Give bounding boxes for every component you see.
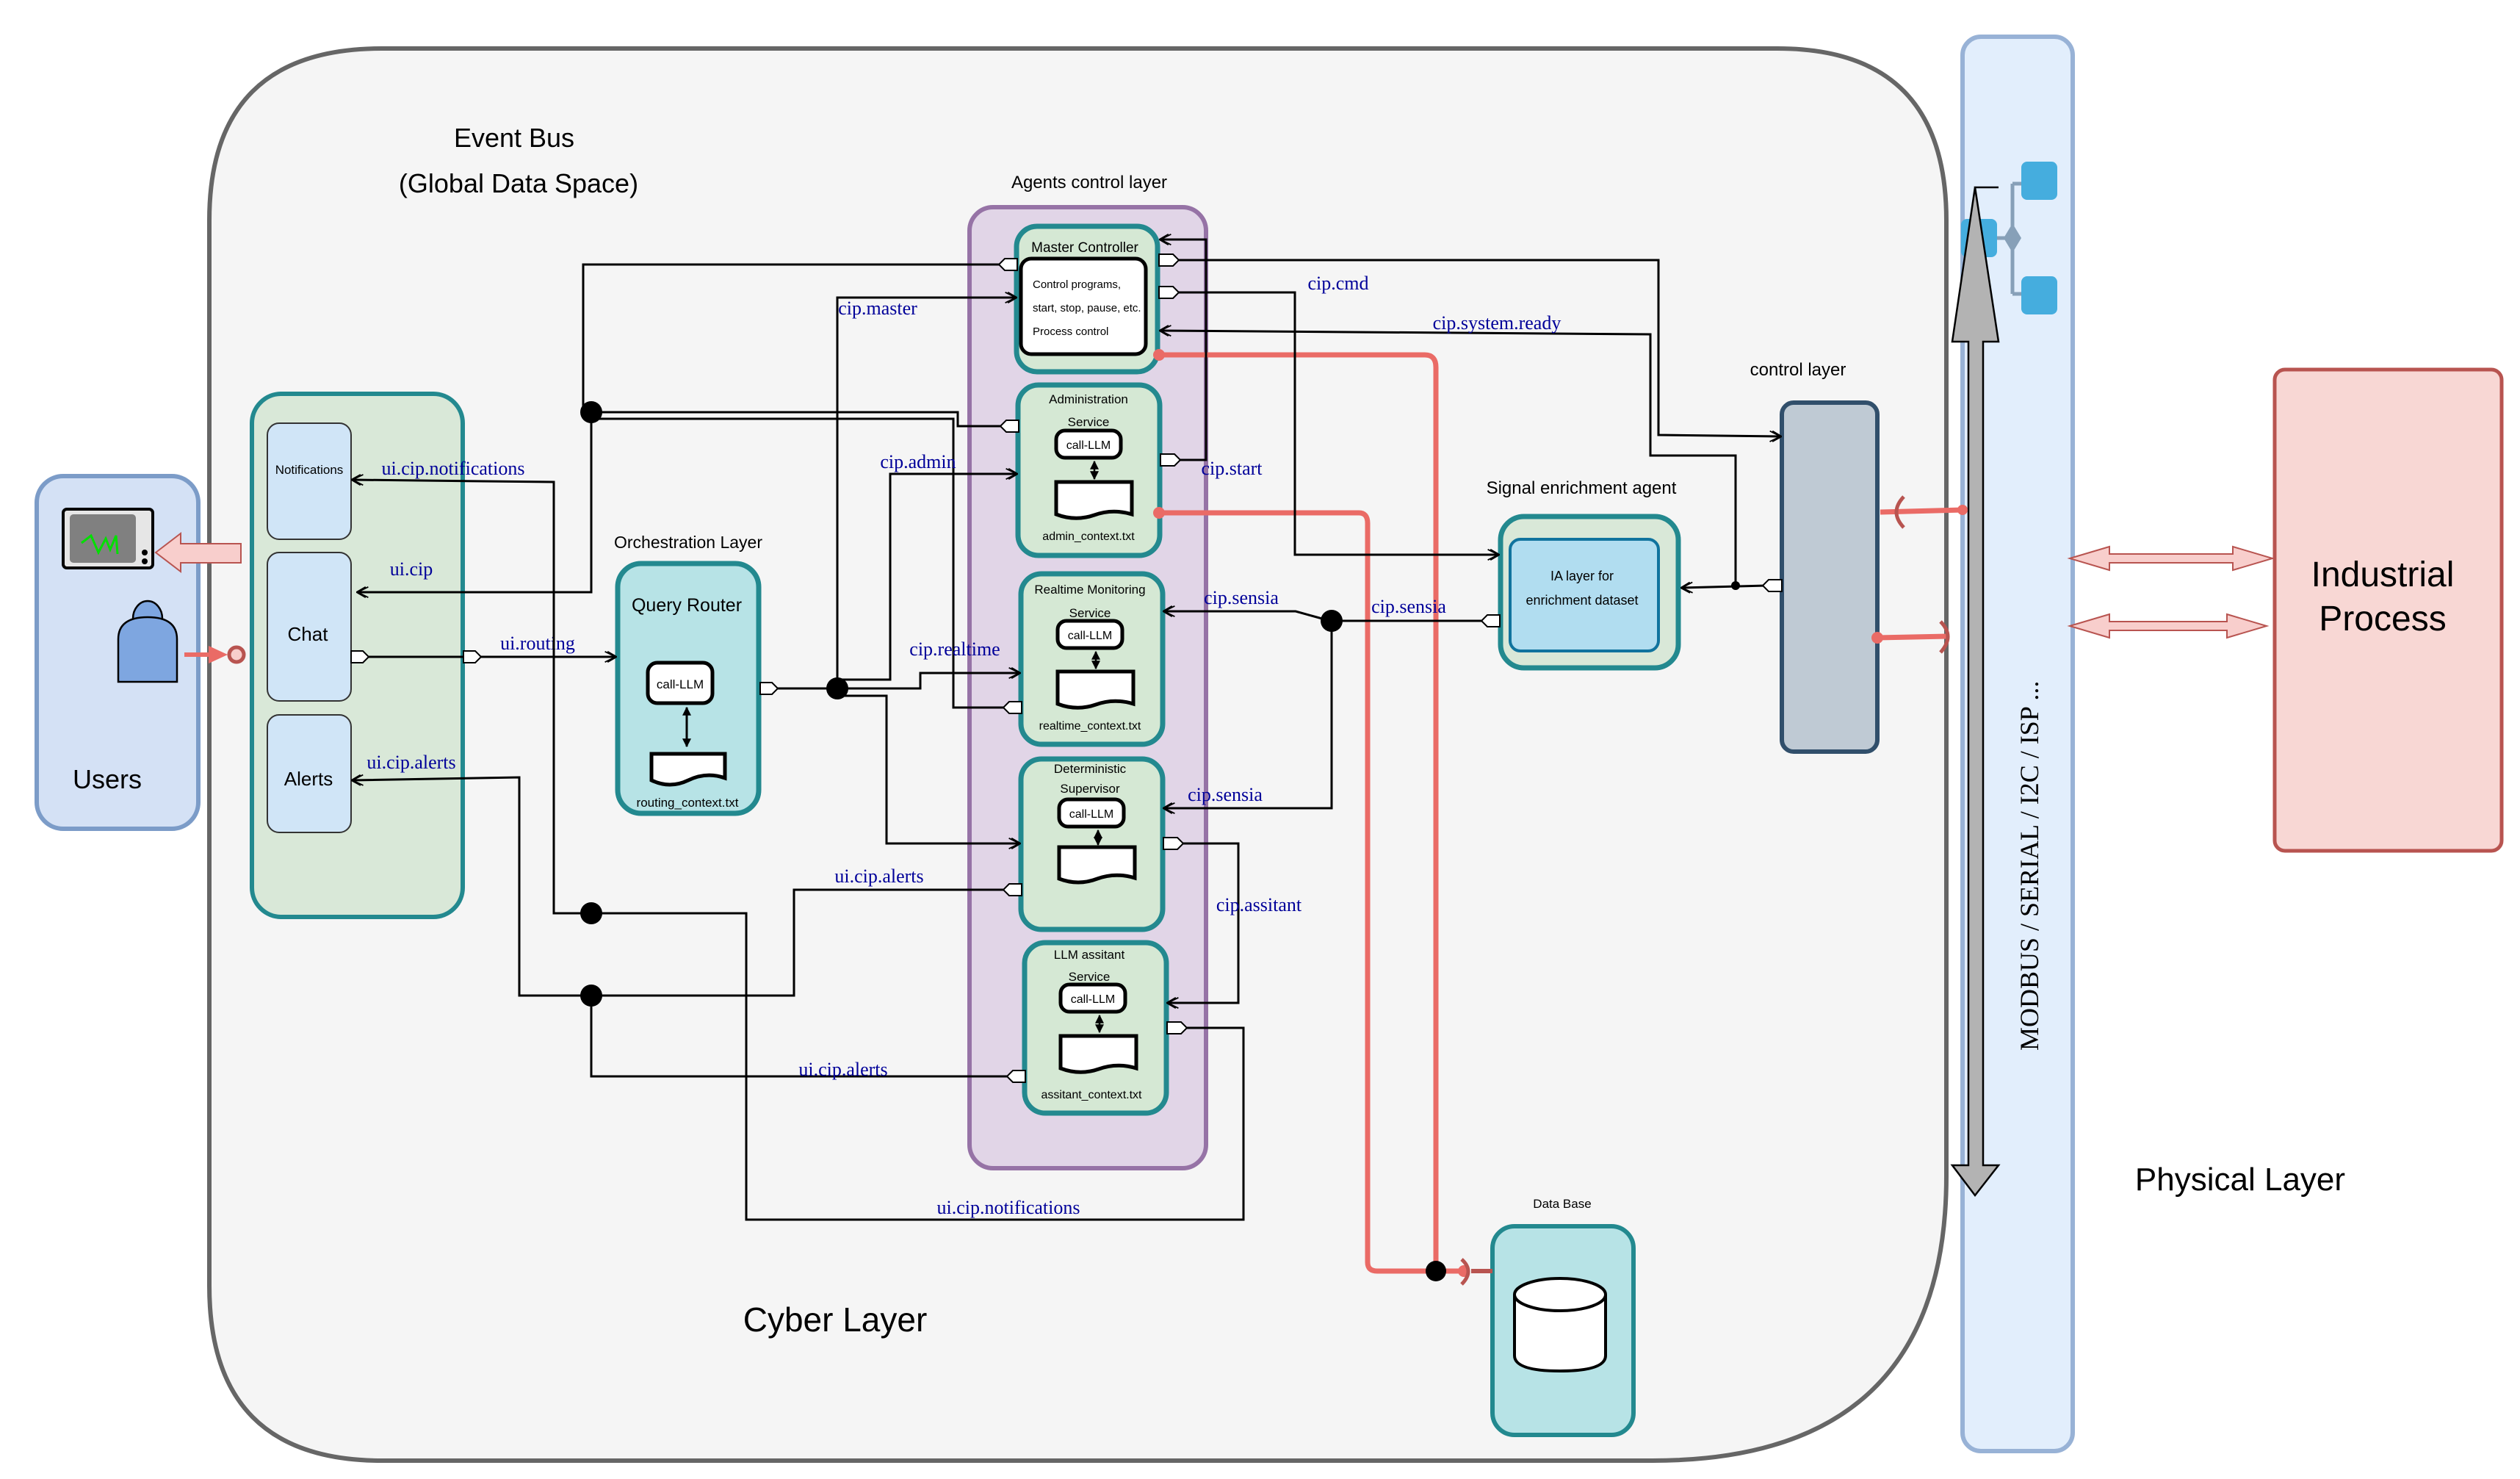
master-line-1: Control programs,	[1033, 278, 1121, 291]
admin-context-label: admin_context.txt	[1042, 530, 1135, 543]
assistant-context-doc	[1058, 1034, 1138, 1074]
signal-enrichment-label: Signal enrichment agent	[1487, 478, 1677, 498]
deterministic-context-doc	[1057, 845, 1137, 885]
ia-layer-line-2: enrichment dataset	[1526, 593, 1638, 608]
topic-cip-admin: cip.admin	[880, 451, 956, 472]
agent-realtime-subtitle: Service	[1069, 606, 1111, 620]
topic-cip-start: cip.start	[1201, 458, 1263, 479]
cyber-layer-label: Cyber Layer	[743, 1300, 928, 1339]
physical-layer-label: Physical Layer	[2135, 1162, 2345, 1198]
realtime-context-doc	[1055, 669, 1136, 710]
agent-realtime-monitoring: Realtime Monitoring Service call-LLM rea…	[1018, 571, 1166, 747]
topic-ui-cip-notifications-1: ui.cip.notifications	[382, 458, 525, 479]
topic-ui-cip-notifications-2: ui.cip.notifications	[937, 1197, 1080, 1218]
topic-ui-cip-alerts-1: ui.cip.alerts	[367, 752, 455, 773]
ia-enrichment-layer	[1509, 538, 1660, 652]
realtime-context-label: realtime_context.txt	[1039, 720, 1141, 733]
topic-cip-sensia-2: cip.sensia	[1371, 596, 1446, 617]
connector-ports	[350, 253, 1783, 1083]
agent-deterministic-call: call-LLM	[1069, 808, 1113, 821]
chat-input-port	[227, 645, 246, 664]
agent-realtime-call: call-LLM	[1068, 630, 1112, 642]
master-controller-body	[1019, 256, 1148, 356]
master-line-3: Process control	[1033, 325, 1108, 338]
agent-assistant-subtitle: Service	[1069, 970, 1111, 984]
routing-context-label: routing_context.txt	[637, 796, 739, 810]
agent-deterministic-supervisor: Deterministic Supervisor call-LLM	[1018, 756, 1166, 932]
topic-cip-system-ready: cip.system.ready	[1433, 312, 1562, 334]
ui-notifications-label: Notifications	[275, 463, 344, 477]
topic-cip-assitant: cip.assitant	[1216, 894, 1302, 915]
bus-protocol-label: MODBUS / SERIAL / I2C / ISP ...	[2015, 681, 2044, 1051]
notification-output-arrow	[154, 531, 242, 574]
agent-assistant-call: call-LLM	[1071, 993, 1115, 1006]
junction-5	[1321, 610, 1343, 632]
agents-layer-label: Agents control layer	[1011, 173, 1167, 192]
topic-cip-sensia-3: cip.sensia	[1188, 784, 1263, 805]
orchestration-layer-label: Orchestration Layer	[614, 533, 762, 552]
bus-industrial-link-2	[2067, 613, 2270, 639]
master-db-link	[1159, 352, 1439, 1270]
ui-chat-label: Chat	[288, 623, 329, 645]
agent-administration-call: call-LLM	[1066, 439, 1111, 452]
topic-ui-cip-alerts-2: ui.cip.alerts	[834, 866, 923, 887]
junction-2	[826, 677, 848, 699]
industrial-process-box	[2272, 367, 2504, 853]
junction-1	[580, 401, 602, 423]
ui-alerts-label: Alerts	[284, 768, 333, 790]
event-bus-subtitle: (Global Data Space)	[399, 168, 638, 198]
physical-bus	[1960, 35, 2075, 1453]
monitor-icon	[62, 508, 154, 569]
assistant-context-label: assitant_context.txt	[1041, 1089, 1143, 1101]
query-router-call-llm-label: call-LLM	[657, 677, 704, 691]
agent-administration: Administration Service call-LLM admin_co…	[1015, 382, 1163, 558]
users-label: Users	[73, 764, 142, 794]
agent-assistant-title: LLM assitant	[1054, 948, 1125, 962]
control-layer-box	[1780, 400, 1880, 754]
topic-cip-realtime: cip.realtime	[909, 638, 1000, 660]
person-icon	[117, 600, 178, 683]
admin-context-doc	[1054, 480, 1134, 520]
ui-alerts[interactable]	[267, 714, 352, 833]
routing-context-doc	[649, 752, 727, 787]
topic-cip-master: cip.master	[838, 298, 917, 319]
agent-deterministic-subtitle: Supervisor	[1060, 782, 1120, 796]
query-router-call-llm	[646, 661, 715, 705]
master-controller-title: Master Controller	[1031, 240, 1138, 256]
industrial-process-label-1: Industrial	[2311, 555, 2455, 594]
db-junction	[1426, 1261, 1446, 1281]
ui-notifications[interactable]	[267, 422, 352, 540]
topic-cip-sensia-1: cip.sensia	[1204, 587, 1279, 608]
control-layer-label: control layer	[1750, 360, 1846, 380]
industrial-process-label-2: Process	[2319, 600, 2446, 638]
agent-administration-subtitle: Service	[1068, 415, 1110, 429]
agent-deterministic-title: Deterministic	[1054, 762, 1127, 776]
master-line-2: start, stop, pause, etc.	[1033, 302, 1141, 314]
database-label: Data Base	[1533, 1197, 1591, 1211]
junction-4	[580, 985, 602, 1007]
ia-layer-line-1: IA layer for	[1550, 569, 1614, 583]
topic-cip-cmd: cip.cmd	[1307, 273, 1368, 294]
bus-bidirectional-arrow	[1950, 186, 2001, 1198]
admin-db-link	[1159, 510, 1462, 1274]
agent-realtime-title: Realtime Monitoring	[1034, 583, 1145, 597]
control-bus-link-1	[1880, 507, 1963, 515]
topic-ui-routing: ui.routing	[500, 633, 575, 654]
event-bus-title: Event Bus	[454, 123, 574, 153]
query-router-title: Query Router	[632, 595, 742, 616]
agent-llm-assistant: LLM assitant Service call-LLM assitant_c…	[1022, 940, 1169, 1116]
control-bus-link-2	[1877, 633, 1949, 641]
topic-ui-cip-alerts-3: ui.cip.alerts	[798, 1059, 887, 1080]
database-cylinder-icon	[1513, 1277, 1607, 1373]
ui-chat[interactable]	[267, 552, 352, 702]
topic-ui-cip: ui.cip	[390, 558, 433, 580]
bus-industrial-link-1	[2067, 545, 2275, 572]
junction-3	[580, 902, 602, 924]
agent-administration-title: Administration	[1049, 392, 1128, 406]
